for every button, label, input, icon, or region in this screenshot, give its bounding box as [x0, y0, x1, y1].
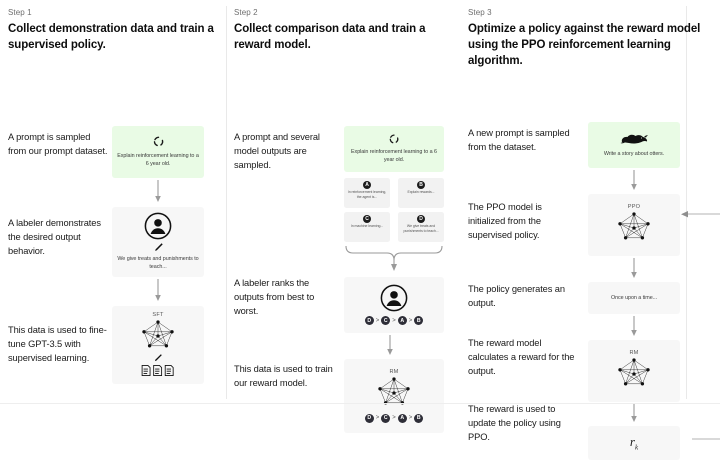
step-3-feedback-loop-arrow — [678, 204, 720, 449]
rm-rank-2-badge: C — [381, 413, 391, 423]
step-1-caption-3: This data is used to fine-tune GPT-3.5 w… — [8, 324, 107, 363]
step-2-rm-box: RM — [344, 358, 444, 433]
step-1-caption-1: A prompt is sampled from our prompt data… — [8, 131, 108, 156]
sample-a-text: In reinforcement learning, the agent is.… — [347, 189, 387, 199]
neural-network-icon — [373, 376, 415, 410]
step-2-rm-ranking-row: D > C > A > B — [364, 413, 424, 423]
rm-rank-sep-2: > — [392, 415, 396, 422]
rm-rank-sep-1: > — [375, 415, 380, 422]
step-1-arrow-1 — [154, 179, 162, 204]
step-3-ppo-box: PPO — [588, 193, 680, 256]
step-1-prompt-text: Explain reinforcement learning to a 6 ye… — [117, 153, 199, 168]
step-1-labeler-text: We give treats and punishments to teach.… — [117, 256, 199, 271]
step-2-ranking-row: D > C > A > B — [364, 316, 424, 326]
neural-network-icon — [137, 319, 179, 353]
rm-rank-3-badge: A — [397, 413, 407, 423]
step-2-arrow-2 — [386, 334, 394, 357]
step-3-prompt-text: Write a story about otters. — [603, 150, 665, 157]
step-2-caption-2: A labeler ranks the outputs from best to… — [234, 277, 315, 316]
step-3-reward-box: rk — [588, 425, 680, 460]
step-2-column: Step 2 Collect comparison data and train… — [226, 0, 687, 433]
step-1-prompt-box: Explain reinforcement learning to a 6 ye… — [112, 125, 204, 178]
sample-c-text: In machine learning... — [350, 223, 384, 228]
step-3-caption-4: The reward model calculates a reward for… — [468, 337, 575, 376]
step-2-prompt-box: Explain reinforcement learning to a 6 ye… — [344, 125, 444, 172]
step-3-label: Step 3 — [468, 8, 492, 17]
step-2-sample-b: B Explain rewards... — [398, 177, 444, 208]
step-3-rm-title: RM — [629, 350, 639, 357]
person-icon — [144, 212, 172, 240]
rm-rank-sep-3: > — [408, 415, 413, 422]
step-3-column: Step 3 Optimize a policy against the rew… — [460, 0, 720, 460]
step-3-arrow-2 — [630, 257, 638, 280]
bottom-rule — [0, 403, 720, 404]
step-2-brace-arrow — [344, 244, 444, 274]
step-2-label: Step 2 — [234, 8, 258, 17]
step-3-arrow-3 — [630, 315, 638, 338]
sample-c-badge: C — [363, 214, 371, 223]
step-2-ranking-box: D > C > A > B — [344, 276, 444, 333]
step-3-caption-3: The policy generates an output. — [468, 283, 565, 308]
step-3-output-text: Once upon a time... — [610, 294, 658, 301]
sample-a-badge: A — [363, 180, 371, 189]
step-1-arrow-2 — [154, 278, 162, 303]
documents-icon — [140, 364, 176, 377]
step-3-rm-box: RM — [588, 339, 680, 402]
neural-network-icon — [613, 357, 655, 391]
step-1-sft-title: SFT — [152, 312, 164, 319]
step-2-sample-d: D We give treats and punishments to teac… — [398, 211, 444, 242]
column-divider-1 — [226, 6, 227, 399]
step-3-prompt-box: Write a story about otters. — [588, 121, 680, 168]
person-icon — [380, 284, 408, 312]
otter-icon — [619, 132, 649, 146]
step-1-sft-box: SFT — [112, 305, 204, 384]
step-2-sample-a: A In reinforcement learning, the agent i… — [344, 177, 390, 208]
pencil-icon — [153, 353, 163, 363]
step-2-sample-c: C In machine learning... — [344, 211, 390, 242]
step-3-arrow-1 — [630, 169, 638, 192]
rank-2-badge: C — [381, 316, 391, 326]
step-1-labeler-box: We give treats and punishments to teach.… — [112, 206, 204, 277]
pencil-icon — [153, 242, 164, 253]
sample-d-text: We give treats and punishments to teach.… — [403, 223, 439, 233]
step-3-caption-5: The reward is used to update the policy … — [468, 403, 561, 442]
step-1-title: Collect demonstration data and train a s… — [8, 23, 214, 51]
step-1-column: Step 1 Collect demonstration data and tr… — [0, 0, 227, 407]
sample-b-text: Explain rewards... — [407, 189, 435, 194]
column-divider-2 — [686, 6, 687, 399]
rank-sep-2: > — [392, 317, 396, 324]
step-2-rm-title: RM — [389, 368, 399, 375]
rank-3-badge: A — [397, 316, 407, 326]
step-3-caption-2: The PPO model is initialized from the su… — [468, 201, 542, 240]
step-3-title: Optimize a policy against the reward mod… — [468, 23, 701, 67]
rank-1-badge: D — [364, 316, 374, 326]
step-3-caption-1: A new prompt is sampled from the dataset… — [468, 127, 570, 152]
rm-rank-4-badge: B — [414, 413, 424, 423]
step-2-caption-1: A prompt and several model outputs are s… — [234, 131, 320, 170]
step-3-ppo-title: PPO — [627, 204, 641, 211]
step-1-label: Step 1 — [8, 8, 32, 17]
rank-sep-1: > — [375, 317, 380, 324]
step-2-prompt-text: Explain reinforcement learning to a 6 ye… — [351, 149, 437, 164]
reward-symbol-subscript: k — [634, 443, 639, 452]
step-3-output-box: Once upon a time... — [588, 281, 680, 314]
rm-rank-1-badge: D — [364, 413, 374, 423]
reward-symbol: rk — [630, 434, 638, 452]
step-2-title: Collect comparison data and train a rewa… — [234, 23, 426, 51]
step-2-caption-3: This data is used to train our reward mo… — [234, 363, 333, 388]
rank-sep-3: > — [408, 317, 413, 324]
recycle-loop-icon — [152, 135, 165, 148]
step-1-caption-2: A labeler demonstrates the desired outpu… — [8, 217, 101, 256]
neural-network-icon — [613, 211, 655, 245]
recycle-loop-icon — [388, 133, 400, 145]
sample-b-badge: B — [417, 180, 425, 189]
sample-d-badge: D — [417, 214, 425, 223]
rank-4-badge: B — [414, 316, 424, 326]
